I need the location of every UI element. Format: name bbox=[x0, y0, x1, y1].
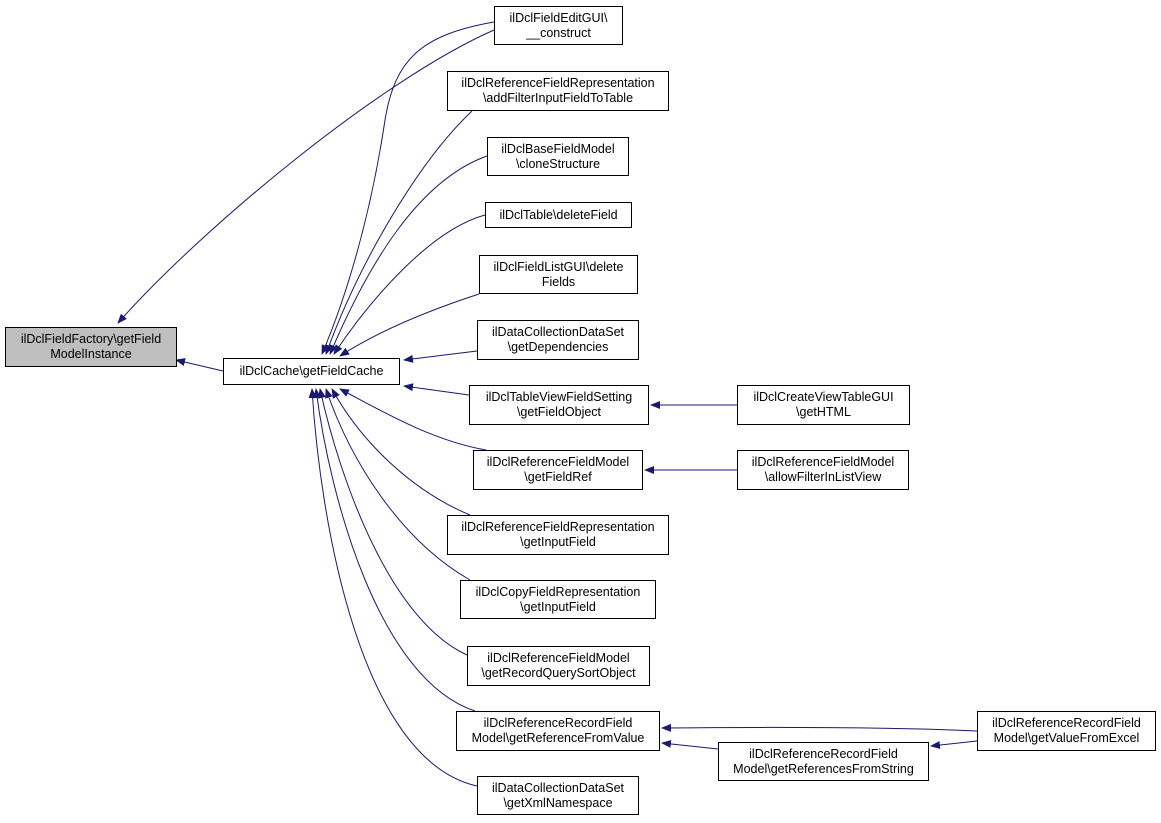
node-label-line: __construct bbox=[526, 25, 591, 40]
node-label-line: ilDclReferenceFieldModel bbox=[486, 455, 630, 469]
node-label-line: \getInputField bbox=[520, 535, 596, 549]
graph-node[interactable]: ilDclFieldEditGUI\__construct bbox=[494, 6, 623, 45]
call-edge bbox=[661, 723, 978, 732]
call-edge bbox=[321, 21, 495, 355]
graph-node[interactable]: ilDataCollectionDataSet\getDependencies bbox=[477, 320, 639, 360]
node-label-line: \getXmlNamespace bbox=[503, 795, 613, 810]
node-label-line: ilDclReferenceFieldRepresentation bbox=[461, 76, 655, 90]
call-edge bbox=[308, 388, 478, 787]
node-label-line: ModelInstance bbox=[50, 347, 132, 361]
node-label-line: \addFilterInputFieldToTable bbox=[482, 91, 634, 105]
graph-node[interactable]: ilDclReferenceFieldModel\allowFilterInLi… bbox=[737, 450, 909, 490]
node-label-line: ilDclCopyFieldRepresentation bbox=[475, 584, 641, 599]
node-label-line: Model\getReferencesFromString bbox=[733, 761, 914, 776]
graph-node[interactable]: ilDclTableViewFieldSetting\getFieldObjec… bbox=[469, 385, 649, 425]
node-label-line: Model\getValueFromExcel bbox=[993, 731, 1140, 745]
node-label-line: ilDclFieldListGUI\delete bbox=[493, 259, 624, 274]
graph-node[interactable]: ilDataCollectionDataSet\getXmlNamespace bbox=[477, 776, 639, 815]
node-label-line: ilDclReferenceFieldModel bbox=[751, 455, 895, 469]
call-edge bbox=[329, 155, 488, 355]
node-label-line: \allowFilterInListView bbox=[764, 470, 882, 484]
node-label-line: \getInputField bbox=[520, 599, 596, 614]
call-edge bbox=[339, 293, 480, 357]
call-edge bbox=[325, 110, 473, 355]
graph-node[interactable]: ilDclCopyFieldRepresentation\getInputFie… bbox=[460, 580, 656, 619]
node-label-line: ilDclReferenceFieldModel bbox=[487, 651, 630, 665]
graph-node[interactable]: ilDclReferenceFieldModel\getFieldRef bbox=[473, 450, 643, 490]
call-edge bbox=[930, 740, 978, 750]
graph-node[interactable]: ilDclCreateViewTableGUI\getHTML bbox=[737, 385, 910, 425]
node-label-line: ilDclReferenceRecordField bbox=[749, 746, 898, 761]
call-edge bbox=[403, 383, 470, 396]
node-label-line: ilDclReferenceRecordField bbox=[992, 716, 1141, 730]
call-edge bbox=[325, 388, 471, 581]
node-label-line: \getHTML bbox=[796, 405, 851, 419]
call-edge bbox=[661, 739, 719, 750]
call-edge bbox=[117, 29, 495, 324]
node-label-line: \getFieldRef bbox=[524, 470, 592, 484]
call-edge bbox=[339, 388, 487, 451]
node-label-line: ilDataCollectionDataSet bbox=[491, 780, 624, 795]
call-edge bbox=[175, 358, 224, 372]
call-edge bbox=[313, 388, 476, 712]
node-label-line: ilDclReferenceRecordField bbox=[483, 716, 633, 730]
node-label-line: ilDclTableViewFieldSetting bbox=[485, 390, 633, 404]
node-label-line: Fields bbox=[541, 274, 576, 289]
node-label-line: \getFieldObject bbox=[516, 405, 602, 419]
graph-node[interactable]: ilDclReferenceFieldRepresentation\addFil… bbox=[447, 71, 669, 111]
graph-node[interactable]: ilDclTable\deleteField bbox=[485, 202, 632, 228]
node-label-line: Model\getReferenceFromValue bbox=[471, 731, 645, 745]
node-label-line: ilDclBaseFieldModel bbox=[501, 141, 615, 156]
call-edge bbox=[403, 350, 478, 363]
call-edge bbox=[331, 388, 471, 516]
graph-node[interactable]: ilDclReferenceFieldModel\getRecordQueryS… bbox=[467, 646, 650, 686]
call-edge bbox=[318, 388, 468, 656]
node-label-line: ilDclReferenceFieldRepresentation bbox=[461, 520, 655, 534]
node-label-line: ilDataCollectionDataSet bbox=[491, 325, 624, 339]
node-label-line: ilDclFieldFactory\getField bbox=[20, 332, 162, 346]
node-label-line: ilDclFieldEditGUI\ bbox=[509, 10, 608, 25]
graph-node[interactable]: ilDclCache\getFieldCache bbox=[223, 358, 400, 385]
node-label-line: ilDclCache\getFieldCache bbox=[239, 364, 384, 378]
node-label-line: ilDclCreateViewTableGUI bbox=[753, 390, 894, 404]
call-edge bbox=[333, 214, 486, 355]
graph-node[interactable]: ilDclReferenceFieldRepresentation\getInp… bbox=[447, 515, 669, 555]
graph-node[interactable]: ilDclBaseFieldModel\cloneStructure bbox=[487, 137, 629, 176]
node-label-line: \getDependencies bbox=[507, 340, 609, 354]
node-label-line: \cloneStructure bbox=[515, 156, 601, 171]
node-label-line: ilDclTable\deleteField bbox=[499, 207, 618, 222]
node-label-line: \getRecordQuerySortObject bbox=[481, 666, 636, 680]
